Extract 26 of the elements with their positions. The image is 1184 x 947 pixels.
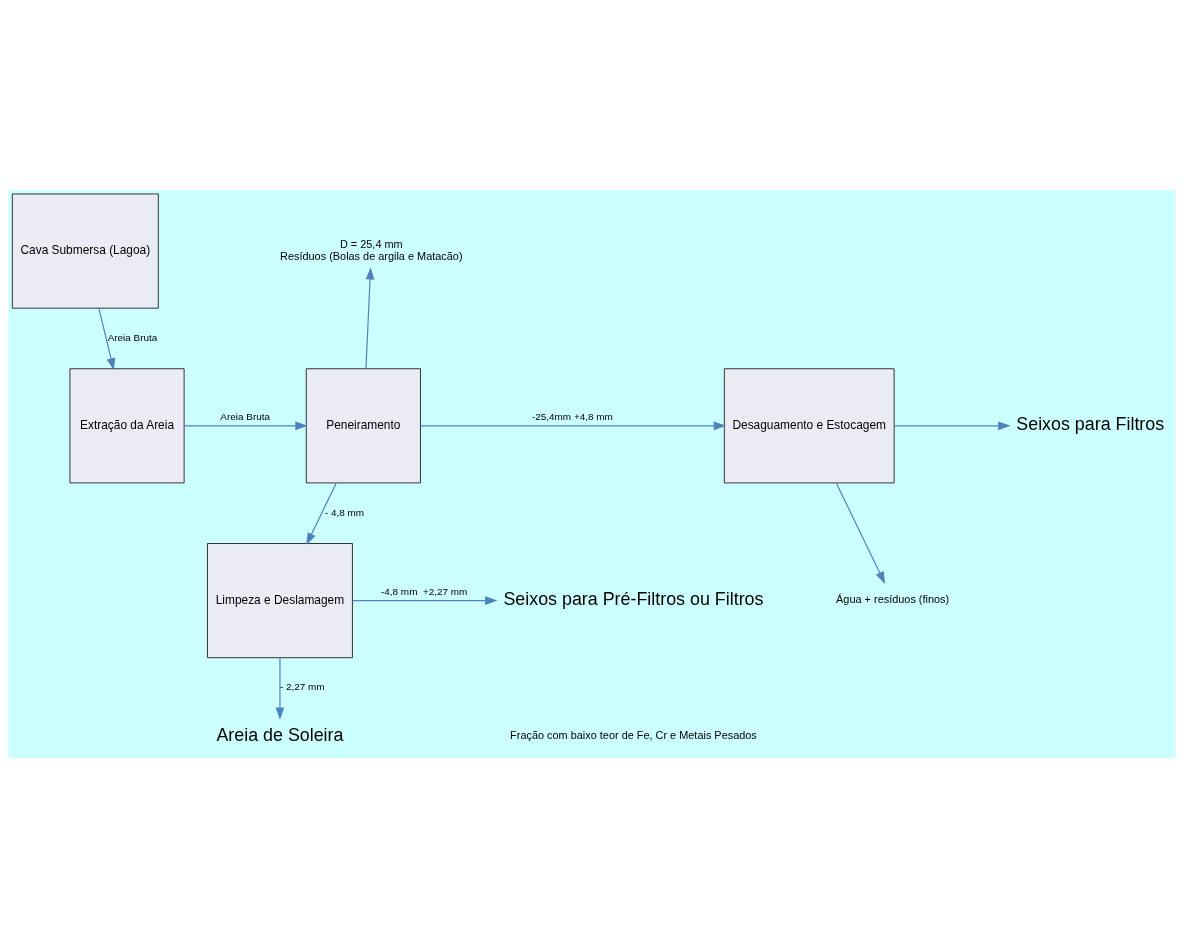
node-text: Água + resíduos (finos) [836,592,950,605]
node-box: Limpeza e Deslamagem [206,542,353,658]
node-box: Cava Submersa (Lagoa) [11,192,159,309]
arrow [835,482,886,584]
node-text: D = 25,4 mm Resíduos (Bolas de argila e Matacão) [280,237,463,262]
edge-label: - 2,27 mm [279,680,325,692]
arrow [352,595,498,605]
edge-label: -25,4mm +4,8 mm [532,410,613,422]
node-box: Extração da Areia [69,367,185,483]
arrow [183,421,308,430]
node-box: Desaguamento e Estocagem [723,367,895,483]
arrow [275,656,285,720]
edge-label: Areia Bruta [107,331,158,343]
edge-label: - 4,8 mm [324,506,365,518]
arrow [893,421,1011,430]
label: Fração com baixo teor de Fe, Cr e Metais Pesados [510,728,757,741]
edge-label: Areia Bruta [220,410,271,422]
arrow [98,307,116,370]
node-text: Areia de Soleira [216,724,344,745]
node-text: Seixos para Filtros [1016,413,1165,434]
node-text: Seixos para Pré-Filtros ou Filtros [503,588,764,609]
node-box: Peneiramento [305,367,421,483]
arrow [306,482,337,545]
edge-label: -4,8 mm +2,27 mm [381,585,468,597]
arrow [420,421,727,430]
arrow [365,266,375,369]
